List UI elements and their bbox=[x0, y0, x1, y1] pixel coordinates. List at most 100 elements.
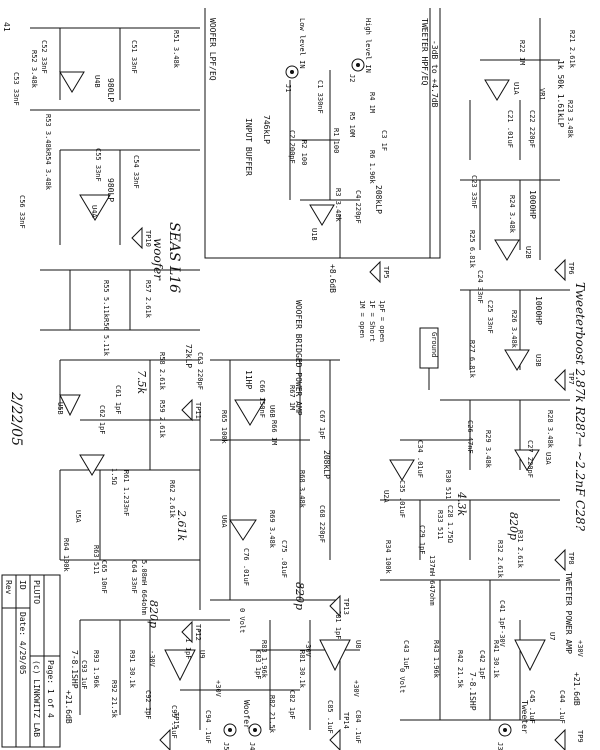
comp-c67: C67 1pF bbox=[318, 410, 326, 440]
label-u8: U8 bbox=[354, 640, 362, 648]
comp-r91: R91 30.1k bbox=[128, 650, 136, 689]
comp-c52: C52 33nF bbox=[40, 40, 48, 74]
comp-r22: R22 1M bbox=[518, 40, 526, 65]
jumper-note: 1pF = open 1F = Short 1M = open bbox=[358, 300, 386, 342]
comp-c1: C1 330nF bbox=[316, 80, 324, 114]
comp-c81: C81 1pF bbox=[334, 610, 342, 640]
comp-c21: C21 .01uF bbox=[506, 110, 514, 148]
supply-m30b: -30V bbox=[304, 640, 312, 658]
woofer-amp-title: WOOFER BRIDGED POWER AMP bbox=[294, 300, 303, 416]
label-u5b: U5B bbox=[56, 402, 64, 415]
svg-text:1M = open: 1M = open bbox=[358, 300, 366, 338]
opamp-u7 bbox=[514, 639, 546, 672]
comp-r54: R54 3.48k bbox=[44, 152, 52, 191]
comp-r3: R3 3.48k bbox=[334, 188, 342, 223]
comp-r4: R4 1M bbox=[368, 92, 376, 113]
comp-r62: R62 2.61k bbox=[168, 480, 176, 519]
comp-c3: C3 1F bbox=[380, 130, 388, 151]
comp-c62: C62 1pF bbox=[98, 405, 106, 435]
comp-c53: C53 33nF bbox=[12, 72, 20, 106]
output-jacks: J5 J4 J3 Woofer Tweeter bbox=[222, 700, 529, 750]
svg-text:TP9: TP9 bbox=[576, 730, 584, 743]
svg-text:TP15: TP15 bbox=[172, 712, 180, 729]
comp-r51: R51 3.48k bbox=[172, 30, 180, 69]
input-labels: High level IN Low level IN J1 J2 U1B R1 … bbox=[262, 18, 388, 293]
comp-r27: R27 6.81k bbox=[468, 340, 476, 379]
opamp-u2b bbox=[494, 239, 520, 261]
stage-208klp-b: 208kLP bbox=[322, 450, 331, 479]
testpoint-tp14 bbox=[329, 728, 341, 750]
woofer-lpf-wiring bbox=[30, 27, 300, 730]
tweeter-hpf-wiring bbox=[380, 18, 570, 721]
comp-r25: R25 6.81k bbox=[468, 230, 476, 269]
title-page: Page: 1 of 4 bbox=[46, 660, 55, 718]
comp-c94: C94 .1uF bbox=[204, 710, 212, 744]
comp-c76: C76 .01uF bbox=[242, 548, 250, 586]
input-buffer-title: INPUT BUFFER bbox=[244, 118, 253, 176]
stage-tweeter-range: -3dB to +4.7dB bbox=[430, 40, 439, 108]
title-rev: Rev bbox=[4, 580, 13, 595]
label-u4a: U4A bbox=[90, 205, 98, 218]
opamp-u1a bbox=[484, 79, 510, 101]
testpoint-tp12 bbox=[181, 620, 193, 644]
svg-text:J3: J3 bbox=[496, 742, 504, 750]
title-date: Date: 4/29/05 bbox=[18, 612, 27, 675]
opamp-u2a bbox=[389, 459, 415, 481]
ground-symbol bbox=[419, 327, 439, 390]
supply-m30c: -30V bbox=[498, 630, 506, 648]
label-u4b: U4B bbox=[93, 75, 101, 88]
comp-r63: R63 511 bbox=[92, 545, 100, 575]
comp-r43: R43 1.96k bbox=[432, 640, 440, 679]
label-low-level: Low level IN bbox=[298, 18, 306, 69]
comp-c51: C51 33nF bbox=[130, 40, 138, 74]
comp-c29: C29 1pF bbox=[418, 525, 426, 555]
comp-ind-woofer: 5.08mH 664ohm bbox=[140, 560, 148, 615]
label-tweeter-out: Tweeter bbox=[520, 700, 529, 734]
note-seas: SEAS L16 bbox=[166, 222, 182, 293]
label-u2b: U2B bbox=[524, 246, 532, 259]
comp-c34: C34 .01uF bbox=[416, 440, 424, 478]
stage-1000hp-a: 1000HP bbox=[528, 190, 537, 219]
note-date: 2/22/05 bbox=[8, 391, 24, 446]
note-tweeter-boost: Tweeterboost 2.87k R28?→ ~2.2nF C28? bbox=[573, 282, 587, 532]
comp-c64: C64 33nF bbox=[130, 560, 138, 594]
input-buffer-wiring bbox=[289, 70, 360, 258]
label-woofer-out: Woofer bbox=[242, 700, 251, 729]
comp-r23: R23 3.48k bbox=[566, 100, 574, 139]
comp-c41: C41 1pF bbox=[498, 600, 506, 630]
svg-text:1F = Short: 1F = Short bbox=[368, 300, 376, 342]
comp-r2: R2 100 bbox=[300, 140, 308, 165]
opamp-u8 bbox=[319, 639, 351, 672]
opamp-u6b bbox=[234, 399, 266, 426]
note-820p-c: 820p bbox=[507, 512, 520, 540]
label-u5a: U5A bbox=[74, 510, 82, 523]
label-u1a: U1A bbox=[512, 82, 520, 95]
comp-c24: C24 33nF bbox=[476, 270, 484, 304]
comp-r1: R1 100 bbox=[332, 128, 340, 153]
stage-208klp: 208kLP bbox=[374, 185, 383, 214]
comp-r24: R24 3.48k bbox=[508, 195, 516, 234]
test-points: TP5 TP6 TP7 TP8 TP9 TP10 TP11 TP12 TP13 … bbox=[131, 226, 584, 750]
label-u2a: U2A bbox=[382, 490, 390, 503]
label-u7: U7 bbox=[548, 632, 556, 640]
comp-c27: C27 220pF bbox=[526, 440, 534, 478]
comp-vr1: VR1 bbox=[538, 88, 546, 101]
svg-text:TP6: TP6 bbox=[567, 262, 575, 275]
comp-r58: R58 2.61k bbox=[158, 352, 166, 391]
comp-r34: R34 100k bbox=[384, 540, 392, 575]
section-dividers bbox=[204, 8, 441, 259]
comp-r61: R61 1.233nF bbox=[122, 470, 130, 516]
comp-r33: R33 511 bbox=[436, 510, 444, 540]
comp-r59: R59 2.61k bbox=[158, 400, 166, 439]
comp-r69: R69 3.48k bbox=[268, 510, 276, 549]
testpoint-tp5 bbox=[369, 260, 381, 284]
testpoint-tp8 bbox=[554, 548, 566, 572]
title-id: ID bbox=[18, 580, 27, 590]
comp-r52: R52 3.48k bbox=[30, 50, 38, 89]
comp-r41: R41 30.1k bbox=[492, 640, 500, 679]
comp-r53: R53 3.48k bbox=[44, 114, 52, 153]
comp-r5: R5 10M bbox=[348, 112, 356, 137]
svg-text:TP8: TP8 bbox=[567, 552, 575, 565]
woofer-amp-labels: 11HP R65 100k C66 150nF R66 1M R67 1M C6… bbox=[220, 370, 331, 586]
comp-r93: R93 1.96k bbox=[92, 650, 100, 689]
